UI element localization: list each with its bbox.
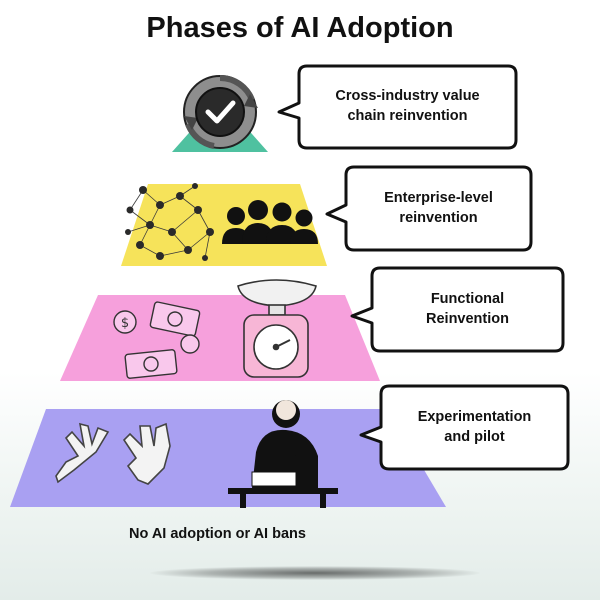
phase-label-cross-industry: Cross-industry value chain reinvention xyxy=(335,88,480,124)
check-cycle-icon xyxy=(183,74,258,149)
tier-enterprise xyxy=(121,184,327,266)
speech-bubble-3 xyxy=(350,266,565,353)
phase-label-enterprise: Enterprise-level reinvention xyxy=(384,189,493,226)
network-people-icon xyxy=(125,183,318,261)
speech-bubble-1 xyxy=(277,64,518,150)
svg-text:$: $ xyxy=(121,316,129,331)
speech-bubble-4 xyxy=(359,384,570,471)
speech-bubble-2 xyxy=(325,165,533,252)
ground-shadow xyxy=(150,566,480,580)
page-title: Phases of AI Adoption xyxy=(146,12,454,44)
tier-experimentation xyxy=(10,409,446,507)
money-scale-icon: $ xyxy=(113,279,317,379)
gloves-writer-icon xyxy=(55,400,338,508)
phase-label-experimentation: Experimentation and pilot xyxy=(417,408,532,445)
phase-label-functional: Functional Reinvention xyxy=(426,290,509,327)
tier-functional xyxy=(60,295,380,381)
base-label: No AI adoption or AI bans xyxy=(129,526,306,542)
